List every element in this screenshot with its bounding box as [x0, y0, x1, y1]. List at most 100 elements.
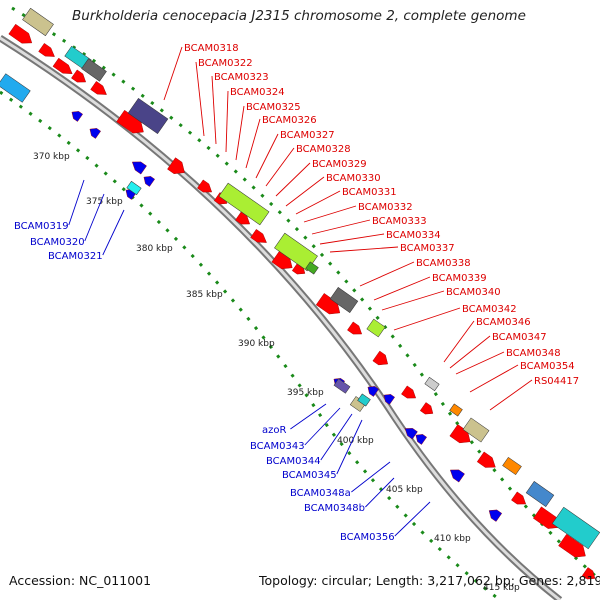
- forward-gene-3: [52, 57, 73, 74]
- forward-label-18: BCAM0340: [446, 287, 501, 298]
- forward-leader-4: [225, 90, 229, 153]
- forward-gene-1: [8, 23, 33, 44]
- forward-gene-16: [372, 350, 388, 366]
- forward-leader-7: [255, 133, 279, 179]
- forward-gene-2-body: [38, 43, 55, 57]
- forward-label-10: BCAM0330: [326, 173, 381, 184]
- scale-label-5: 390 kbp: [238, 339, 275, 349]
- scale-label-1: 370 kbp: [33, 152, 70, 162]
- accession-text: Accession: NC_011001: [9, 573, 152, 588]
- block-orange-2-body: [502, 456, 522, 476]
- forward-leader-19: [393, 307, 461, 331]
- block-blue-1: [0, 73, 31, 103]
- reverse-leader-5: [304, 407, 341, 446]
- reverse-gene-4-body: [143, 176, 155, 187]
- block-lightgray-1-body: [424, 376, 440, 392]
- block-green-1-body: [305, 261, 319, 275]
- forward-label-3: BCAM0323: [214, 72, 269, 83]
- block-khaki-3: [462, 417, 490, 443]
- reverse-gene-2: [89, 128, 101, 139]
- reverse-label-1: BCAM0319: [14, 221, 69, 232]
- scale-label-4: 385 kbp: [186, 290, 223, 300]
- forward-gene-20-body: [476, 451, 496, 468]
- forward-label-11: BCAM0331: [342, 187, 397, 198]
- block-lightgray-1: [424, 376, 440, 392]
- forward-leader-11: [295, 190, 341, 215]
- block-lime-3: [366, 318, 386, 338]
- block-cyan-3: [551, 506, 600, 550]
- reverse-gene-11-body: [449, 469, 465, 483]
- scale-label-3: 380 kbp: [136, 244, 173, 254]
- forward-gene-4-body: [71, 69, 87, 83]
- reverse-leader-7: [336, 419, 363, 475]
- forward-gene-17: [401, 385, 417, 399]
- forward-gene-11-body: [250, 229, 267, 243]
- forward-gene-5-body: [90, 81, 107, 95]
- reverse-gene-1-body: [71, 111, 83, 122]
- forward-gene-5: [90, 81, 107, 95]
- forward-leader-5: [235, 105, 245, 161]
- forward-label-6: BCAM0326: [262, 115, 317, 126]
- forward-gene-7-body: [167, 157, 185, 174]
- forward-label-12: BCAM0332: [358, 202, 413, 213]
- reverse-leader-4: [290, 403, 327, 430]
- block-orange-2: [502, 456, 522, 476]
- forward-leader-3: [211, 75, 217, 145]
- forward-gene-8: [197, 179, 213, 193]
- reverse-gene-8-body: [383, 394, 395, 405]
- scale-label-2: 375 kbp: [86, 197, 123, 207]
- topology-text: Topology: circular; Length: 3,217,062 bp…: [259, 573, 600, 588]
- forward-leader-16: [359, 261, 415, 287]
- reverse-gene-1: [71, 111, 83, 122]
- forward-leader-14: [319, 233, 385, 245]
- reverse-gene-9: [404, 428, 418, 440]
- forward-gene-21-body: [511, 491, 527, 505]
- reverse-label-10: BCAM0356: [340, 532, 395, 543]
- forward-leader-2: [195, 61, 205, 137]
- forward-gene-8-body: [197, 179, 213, 193]
- forward-gene-4: [71, 69, 87, 83]
- forward-gene-7: [167, 157, 185, 174]
- reverse-gene-9-body: [404, 428, 418, 440]
- block-indigo-1: [127, 97, 169, 135]
- block-gray-1-body: [81, 58, 107, 82]
- forward-gene-15-body: [347, 321, 363, 335]
- block-purple-1: [333, 378, 351, 394]
- block-khaki-1: [22, 7, 54, 37]
- forward-gene-24-body: [581, 567, 596, 580]
- scale-label-6: 395 kbp: [287, 388, 324, 398]
- forward-leader-1: [163, 46, 183, 101]
- block-blue-2: [525, 481, 555, 507]
- block-gray-2-body: [329, 287, 359, 313]
- scale-label-8: 405 kbp: [386, 485, 423, 495]
- forward-leader-12: [303, 205, 357, 223]
- forward-leader-22: [455, 351, 505, 375]
- reverse-gene-8: [383, 394, 395, 405]
- forward-leader-15: [329, 246, 399, 253]
- forward-gene-1-body: [8, 23, 33, 44]
- forward-leader-9: [275, 162, 311, 197]
- reverse-label-3: BCAM0321: [48, 251, 103, 262]
- forward-label-20: BCAM0346: [476, 317, 531, 328]
- forward-gene-23: [558, 533, 586, 558]
- map-title: Burkholderia cenocepacia J2315 chromosom…: [72, 8, 526, 24]
- forward-gene-18-body: [419, 402, 434, 415]
- forward-gene-24: [581, 567, 596, 580]
- forward-leader-13: [311, 219, 371, 235]
- forward-leader-17: [373, 276, 431, 301]
- forward-gene-3-body: [52, 57, 73, 74]
- block-orange-1-body: [449, 403, 463, 417]
- reverse-label-2: BCAM0320: [30, 237, 85, 248]
- forward-leader-21: [449, 335, 491, 369]
- forward-leader-18: [381, 290, 445, 311]
- reverse-label-4: azoR: [262, 425, 286, 436]
- forward-label-21: BCAM0347: [492, 332, 547, 343]
- forward-label-14: BCAM0334: [386, 230, 441, 241]
- forward-gene-2: [38, 43, 55, 57]
- reverse-gene-4: [143, 176, 155, 187]
- reverse-gene-12-body: [488, 509, 503, 522]
- forward-label-2: BCAM0322: [198, 58, 253, 69]
- reverse-leader-8: [351, 461, 391, 493]
